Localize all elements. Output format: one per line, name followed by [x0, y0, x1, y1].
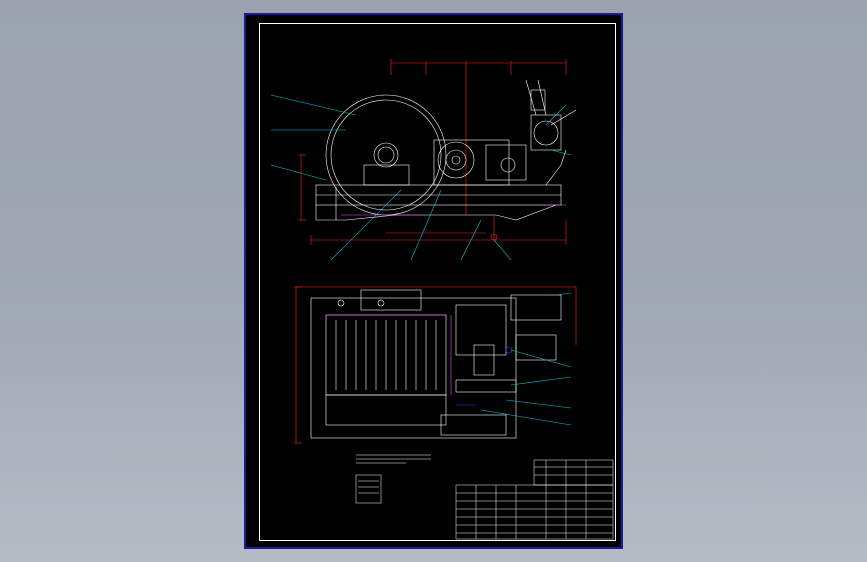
winch-assembly-drawing: [270, 59, 614, 540]
plan-accent: [456, 346, 513, 406]
drum-grooves-plan: [335, 320, 437, 390]
top-dimension-lines: [299, 59, 567, 245]
motor-brake-outline: [525, 79, 577, 151]
title-block: [455, 459, 614, 540]
front-elevation-view: [270, 59, 577, 261]
drum-outline: [325, 94, 447, 216]
drawing-sheet-border: [259, 23, 616, 541]
plan-view: [294, 286, 577, 444]
cad-drawing-viewport[interactable]: [244, 13, 623, 549]
hatch-marks: [341, 204, 566, 216]
leader-lines-plan: [480, 292, 572, 426]
notes-block: [355, 454, 431, 504]
leader-lines-top: [270, 94, 572, 261]
plan-dimension-lines: [294, 286, 577, 444]
gearbox-outline: [433, 139, 527, 186]
base-frame-outline: [315, 149, 567, 221]
plan-hatch: [326, 314, 452, 395]
